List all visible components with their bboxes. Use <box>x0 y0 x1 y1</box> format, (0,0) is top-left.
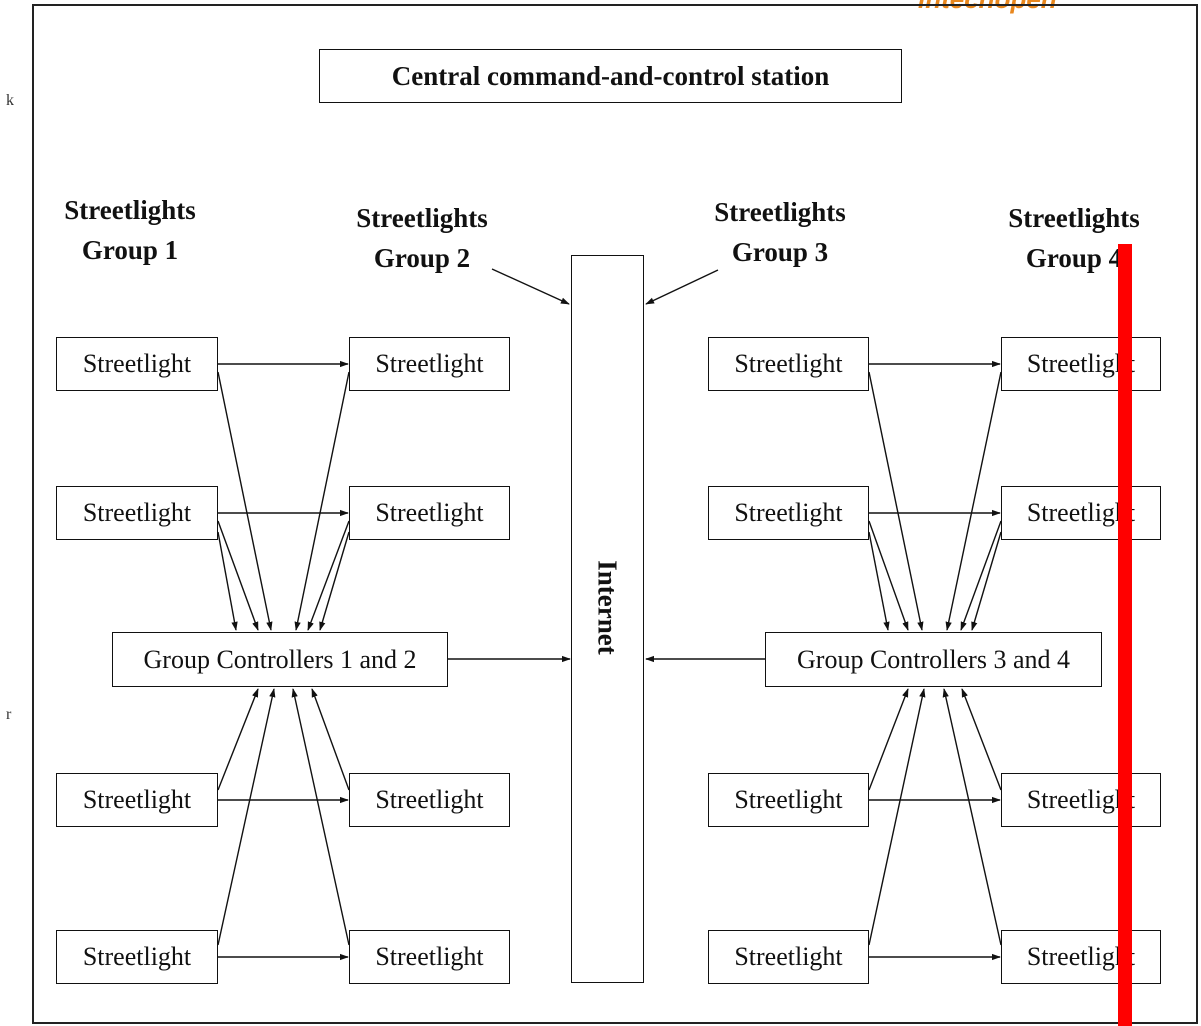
group-controller-3-4-box: Group Controllers 3 and 4 <box>765 632 1102 687</box>
link-arrow <box>868 688 926 946</box>
link-arrow <box>294 371 350 631</box>
streetlight-box: Streetlight <box>1001 486 1161 540</box>
streetlight-box: Streetlight <box>56 486 218 540</box>
link-arrow <box>319 531 350 631</box>
group-3-label: Streetlights Group 3 <box>690 192 870 272</box>
link-arrow <box>311 688 350 791</box>
group-label-line: Streetlights <box>356 203 488 233</box>
group-label-line: Streetlights <box>64 195 196 225</box>
group-1-label: Streetlights Group 1 <box>40 190 220 270</box>
link-arrow <box>217 688 276 946</box>
link-arrow <box>868 531 890 631</box>
streetlight-box: Streetlight <box>56 337 218 391</box>
central-station-box: Central command-and-control station <box>319 49 902 103</box>
link-arrow <box>868 520 909 631</box>
link-arrow <box>491 268 570 305</box>
streetlight-box: Streetlight <box>349 930 510 984</box>
streetlight-box: Streetlight <box>1001 930 1161 984</box>
streetlight-box: Streetlight <box>1001 337 1161 391</box>
group-2-label: Streetlights Group 2 <box>332 198 512 278</box>
internet-box <box>571 255 644 983</box>
link-arrow <box>868 688 909 791</box>
link-arrow <box>971 531 1002 631</box>
streetlight-box: Streetlight <box>349 486 510 540</box>
link-arrow <box>217 371 273 631</box>
link-arrow <box>217 688 259 791</box>
link-arrow <box>291 688 350 946</box>
link-arrow <box>868 371 924 631</box>
group-label-line: Streetlights <box>714 197 846 227</box>
group-label-line: Group 4 <box>1025 243 1123 273</box>
streetlight-box: Streetlight <box>1001 773 1161 827</box>
streetlight-box: Streetlight <box>56 930 218 984</box>
group-label-line: Group 3 <box>731 237 829 267</box>
group-label-line: Group 2 <box>373 243 471 273</box>
red-overlay-bar <box>1118 244 1132 1026</box>
streetlight-box: Streetlight <box>708 773 869 827</box>
group-4-label: Streetlights Group 4 <box>984 198 1164 278</box>
diagram-frame <box>32 4 1198 1024</box>
link-arrow <box>217 531 238 631</box>
link-arrow <box>945 371 1002 631</box>
streetlight-box: Streetlight <box>349 773 510 827</box>
streetlight-box: Streetlight <box>708 930 869 984</box>
streetlight-box: Streetlight <box>708 486 869 540</box>
streetlight-box: Streetlight <box>708 337 869 391</box>
streetlight-box: Streetlight <box>349 337 510 391</box>
link-arrow <box>645 269 719 305</box>
group-label-line: Group 1 <box>81 235 179 265</box>
streetlight-box: Streetlight <box>56 773 218 827</box>
link-arrow <box>960 520 1002 631</box>
publisher-logo: intechopen <box>918 0 1057 15</box>
link-arrow <box>961 688 1002 791</box>
margin-glyph: r <box>6 706 12 723</box>
link-arrow <box>217 520 259 631</box>
group-controller-1-2-box: Group Controllers 1 and 2 <box>112 632 448 687</box>
link-arrow <box>307 520 350 631</box>
link-arrow <box>942 688 1002 946</box>
group-label-line: Streetlights <box>1008 203 1140 233</box>
margin-glyph: k <box>6 92 14 109</box>
